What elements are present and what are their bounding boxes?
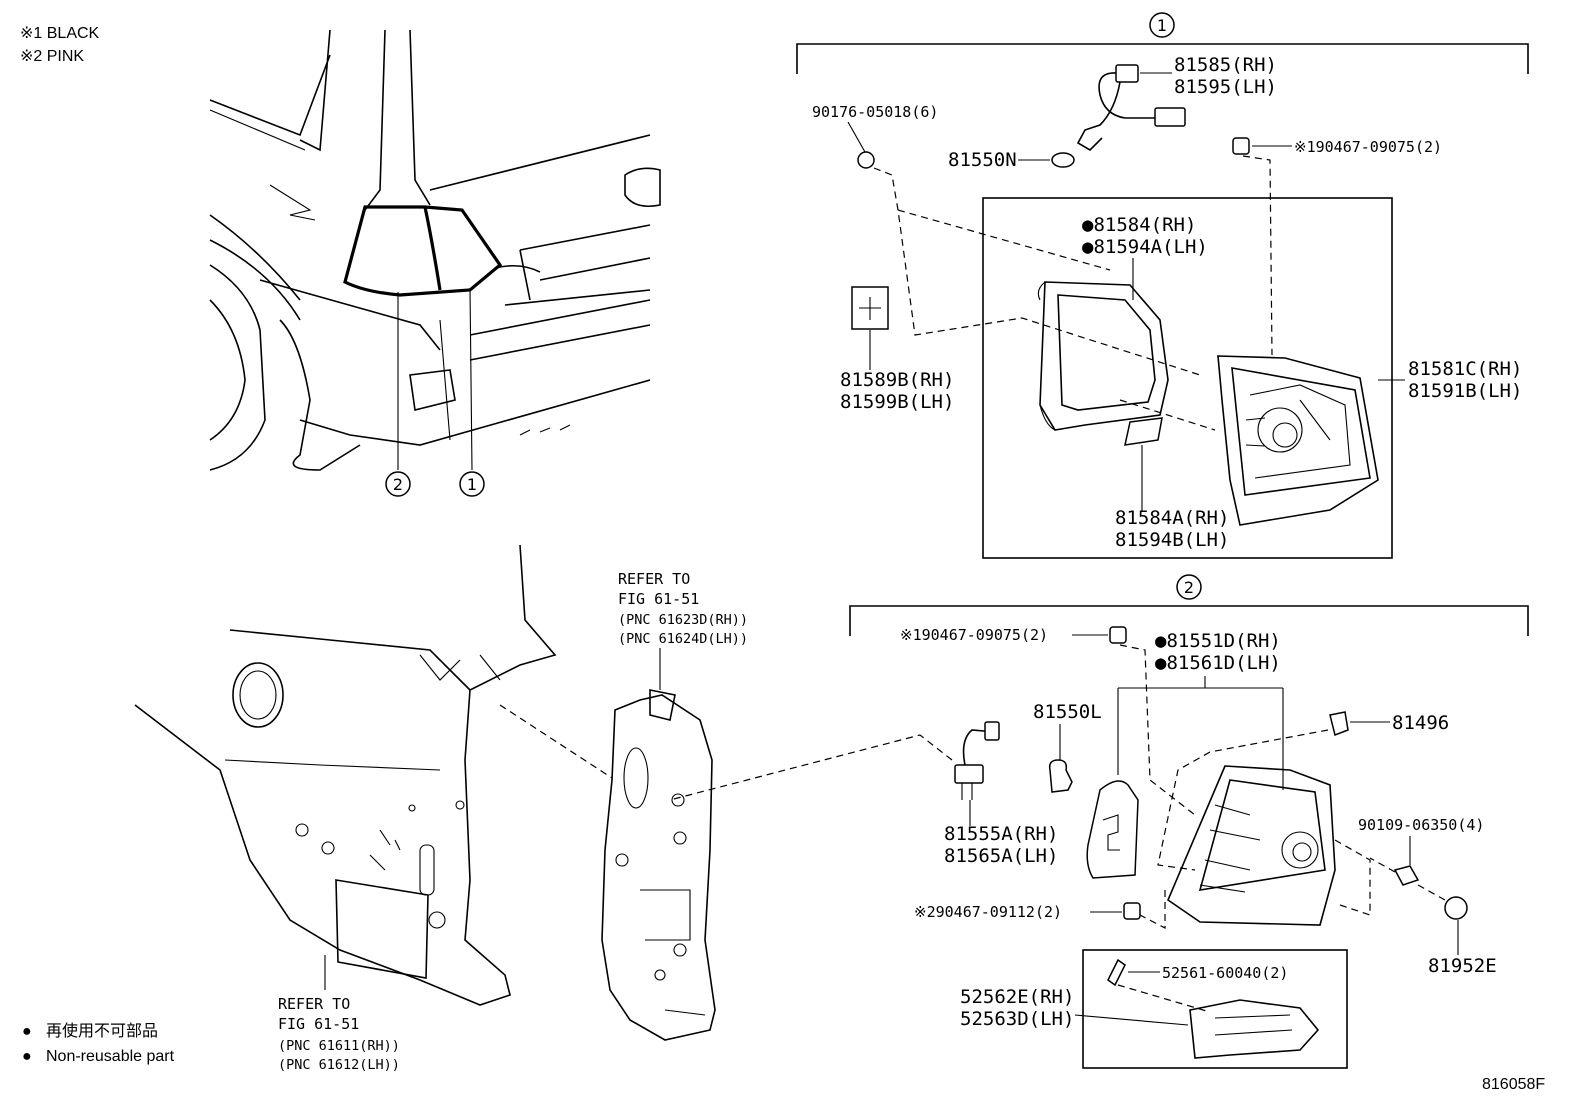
note-pink: ※2 PINK (20, 48, 84, 65)
label-81565a: 81565A(LH) (944, 845, 1058, 867)
label-81584: ●81584(RH) (1082, 214, 1196, 236)
label-81550n: 81550N (948, 149, 1017, 171)
label-52563d: 52563D(LH) (960, 1008, 1074, 1030)
label-90109: 90109-06350(4) (1358, 816, 1484, 834)
rear-lamp-outline (343, 205, 503, 297)
label-81496: 81496 (1392, 712, 1449, 734)
section-1-bracket (796, 43, 1529, 74)
ref2-fig: FIG 61-51 (278, 1015, 359, 1033)
bulb-81550l (1048, 759, 1073, 793)
vehicle-rear-view (209, 29, 661, 471)
label-81589b: 81589B(RH) (840, 369, 954, 391)
legend-en: Non-reusable part (46, 1048, 175, 1065)
section-2-subbox (1082, 949, 1348, 1069)
label-81595: 81595(LH) (1174, 76, 1277, 98)
ref2-title: REFER TO (278, 995, 350, 1013)
legend-dot-2: ● (22, 1048, 32, 1065)
label-81591b: 81591B(LH) (1408, 380, 1522, 402)
marker-2-label: 2 (393, 475, 403, 494)
label-81594a: ●81594A(LH) (1082, 236, 1208, 258)
ref1-pnc1: (PNC 61623D(RH)) (618, 612, 748, 628)
legend-ja: 再使用不可部品 (46, 1022, 158, 1040)
section-2-bracket (849, 605, 1529, 636)
section-1-marker-label: 1 (1157, 16, 1167, 35)
label-81585: 81585(RH) (1174, 54, 1277, 76)
cap-81952e (1444, 896, 1468, 920)
label-90467-a: ※190467-09075(2) (1294, 138, 1442, 156)
ref1-fig: FIG 61-51 (618, 590, 699, 608)
section-2-marker (1176, 574, 1202, 600)
label-81555a: 81555A(RH) (944, 823, 1058, 845)
section-1-box (982, 197, 1393, 559)
label-81550l: 81550L (1033, 701, 1102, 723)
marker-1-circle (459, 471, 485, 497)
socket-wire-81555a (954, 721, 1000, 800)
label-81952e: 81952E (1428, 955, 1497, 977)
legend-dot-1: ● (22, 1023, 32, 1040)
label-81581c: 81581C(RH) (1408, 358, 1522, 380)
ref1-title: REFER TO (618, 570, 690, 588)
clip-90467-a (1232, 137, 1250, 155)
figure-id: 816058F (1482, 1076, 1545, 1093)
screw-90176 (857, 151, 875, 169)
label-52561: 52561-60040(2) (1162, 964, 1288, 982)
clip-81496 (1329, 711, 1349, 737)
clip-90467-b (1109, 626, 1127, 644)
cover-52562e (1189, 999, 1320, 1059)
label-81584a: 81584A(RH) (1115, 507, 1229, 529)
ref1-pnc2: (PNC 61624D(LH)) (618, 631, 748, 647)
ref2-pnc1: (PNC 61611(RH)) (278, 1038, 400, 1054)
pad-81584a (1124, 417, 1163, 446)
socket-wire-81585 (1076, 64, 1186, 152)
label-52562e: 52562E(RH) (960, 986, 1074, 1008)
label-81551d: ●81551D(RH) (1155, 630, 1281, 652)
section-2-marker-label: 2 (1184, 578, 1194, 597)
ref2-pnc2: (PNC 61612(LH)) (278, 1057, 400, 1073)
clip-90467-c (1123, 902, 1141, 920)
label-81561d: ●81561D(LH) (1155, 652, 1281, 674)
label-81594b: 81594B(LH) (1115, 529, 1229, 551)
lens-81581c (1217, 355, 1379, 526)
gasket-81551d (1086, 780, 1139, 879)
marker-1-label: 1 (467, 475, 477, 494)
note-black: ※1 BLACK (20, 25, 100, 42)
label-90467-b: ※190467-09075(2) (900, 626, 1048, 644)
section-1-marker (1149, 12, 1175, 38)
bracket-panel (601, 689, 716, 1041)
label-90176: 90176-05018(6) (812, 103, 938, 121)
marker-2-circle (385, 471, 411, 497)
label-81599b: 81599B(LH) (840, 391, 954, 413)
body-panel (134, 544, 557, 1006)
bulb-81550n (1051, 152, 1075, 168)
gasket-81584 (1037, 281, 1169, 431)
label-90467-c: ※290467-09112(2) (914, 903, 1062, 921)
screw-52561 (1107, 958, 1126, 987)
lens-81551d (1167, 765, 1336, 926)
screw-90109 (1393, 865, 1420, 886)
